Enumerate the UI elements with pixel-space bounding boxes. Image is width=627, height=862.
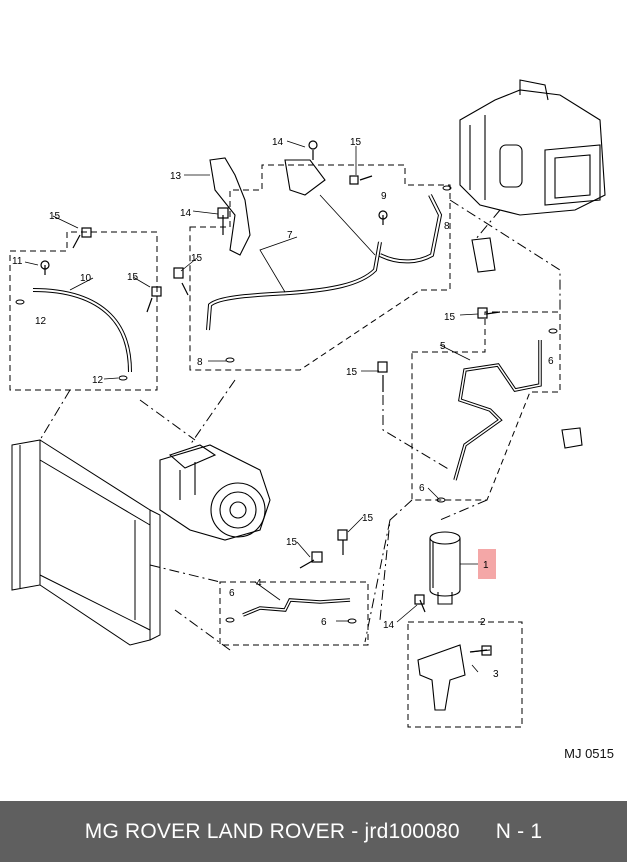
callout-4: 4 bbox=[256, 578, 262, 589]
callout-15: 15 bbox=[191, 253, 203, 264]
callout-15: 15 bbox=[362, 513, 374, 524]
callout-2: 2 bbox=[480, 617, 486, 628]
callout-6: 6 bbox=[548, 356, 554, 367]
callout-14: 14 bbox=[383, 620, 395, 631]
callout-labels: 14 15 13 14 7 9 8 15 11 10 12 15 15 8 15… bbox=[12, 137, 554, 680]
callout-1[interactable]: 1 bbox=[483, 560, 489, 571]
evaporator-unit bbox=[459, 79, 606, 216]
bolts bbox=[40, 140, 501, 656]
highlight-callout-1[interactable]: 1 bbox=[460, 549, 496, 579]
callout-7: 7 bbox=[287, 230, 293, 241]
receiver-drier bbox=[429, 531, 461, 605]
group-box-hose-7 bbox=[189, 164, 451, 371]
bracket-2 bbox=[417, 644, 491, 711]
callout-6: 6 bbox=[229, 588, 235, 599]
hose-10 bbox=[32, 288, 132, 373]
callout-15: 15 bbox=[444, 312, 456, 323]
group-box-pipe-5 bbox=[411, 311, 561, 501]
callout-15: 15 bbox=[127, 272, 139, 283]
clip-side bbox=[471, 237, 583, 449]
group-box-bracket-2 bbox=[407, 621, 523, 728]
callout-9: 9 bbox=[381, 191, 387, 202]
clip-13 bbox=[209, 157, 251, 256]
callout-15: 15 bbox=[350, 137, 362, 148]
callout-14: 14 bbox=[272, 137, 284, 148]
callout-15: 15 bbox=[286, 537, 298, 548]
callout-6: 6 bbox=[321, 617, 327, 628]
callout-8: 8 bbox=[444, 221, 450, 232]
hose-7 bbox=[206, 241, 382, 331]
parts-diagram: 14 15 13 14 7 9 8 15 11 10 12 15 15 8 15… bbox=[9, 79, 606, 728]
callout-3: 3 bbox=[493, 669, 499, 680]
callout-10: 10 bbox=[80, 273, 92, 284]
callout-12: 12 bbox=[35, 316, 47, 327]
compressor bbox=[159, 444, 271, 541]
highlight-box[interactable] bbox=[478, 549, 496, 579]
footer-part-text: MG ROVER LAND ROVER - jrd100080 bbox=[84, 819, 460, 843]
pipe-4 bbox=[242, 598, 351, 617]
callout-15: 15 bbox=[346, 367, 358, 378]
callout-6: 6 bbox=[419, 483, 425, 494]
callout-12: 12 bbox=[92, 375, 104, 386]
footer-bar: MG ROVER LAND ROVER - jrd100080 N - 1 bbox=[0, 801, 627, 862]
callout-11: 11 bbox=[12, 256, 23, 267]
diagram-reference-code: MJ 0515 bbox=[564, 746, 614, 761]
callout-8: 8 bbox=[197, 357, 203, 368]
callout-15: 15 bbox=[49, 211, 61, 222]
callout-13: 13 bbox=[170, 171, 182, 182]
group-box-pipe-4 bbox=[219, 581, 369, 646]
o-rings bbox=[15, 185, 558, 624]
callout-5: 5 bbox=[440, 341, 446, 352]
group-box-hose-10 bbox=[9, 231, 158, 391]
condenser bbox=[11, 439, 161, 646]
pipe-5 bbox=[453, 340, 542, 481]
callout-14: 14 bbox=[180, 208, 192, 219]
clip-14 bbox=[284, 159, 326, 196]
footer-position-code: N - 1 bbox=[495, 819, 543, 843]
